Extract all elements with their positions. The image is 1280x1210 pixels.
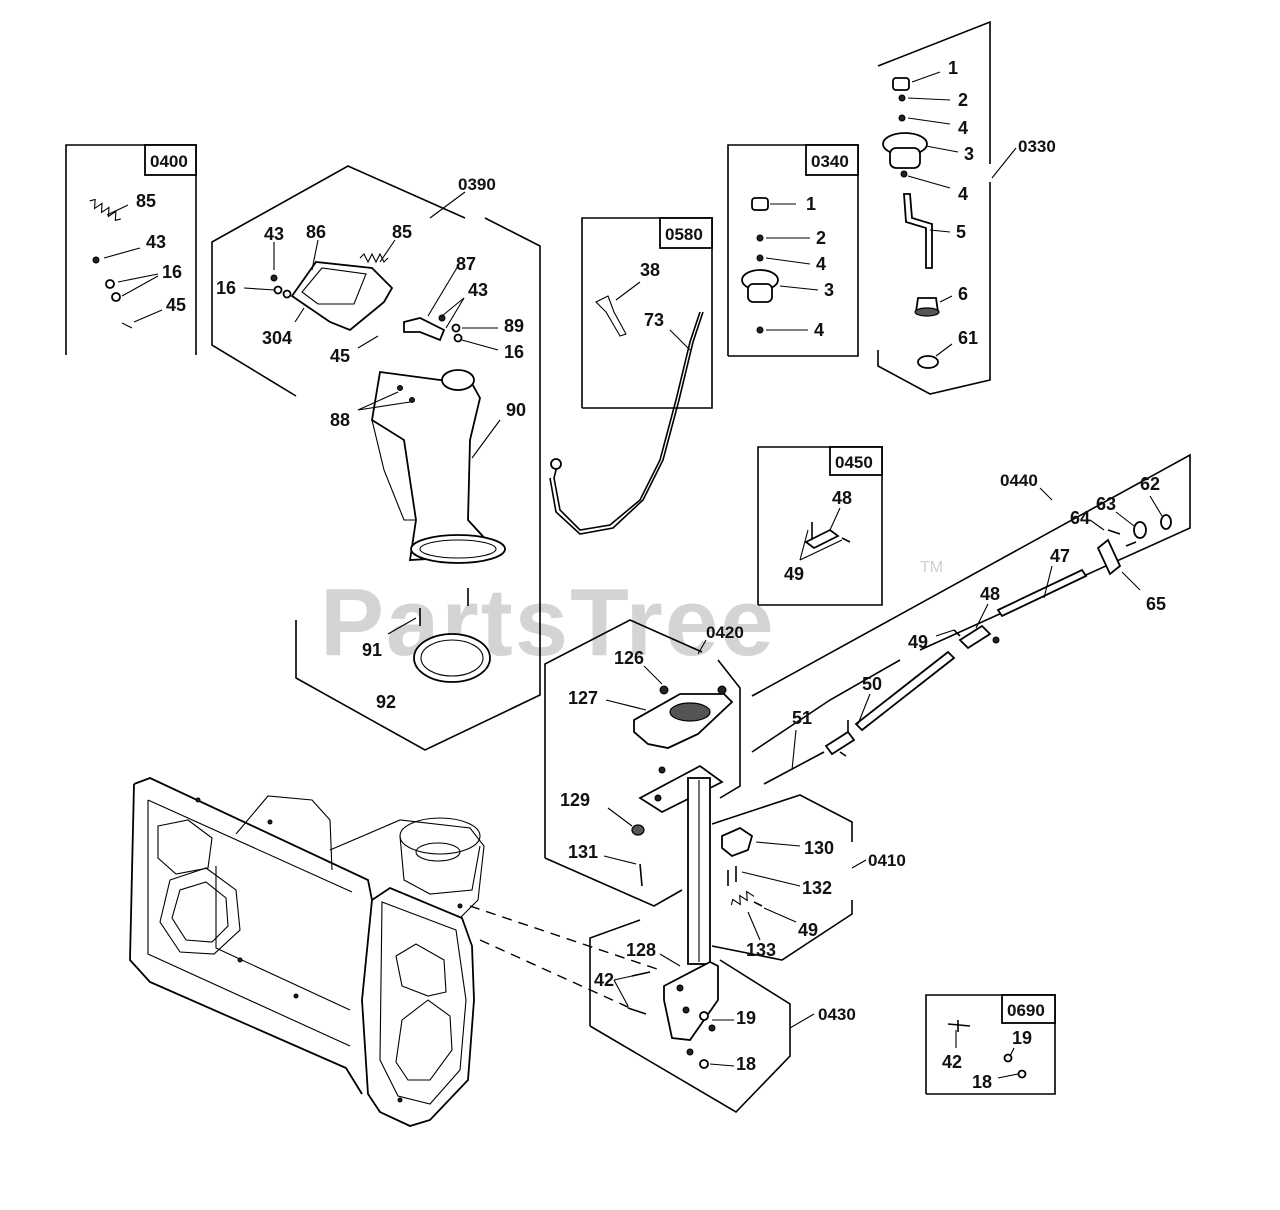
callout-label: 90 <box>506 400 526 420</box>
callout-label: 50 <box>862 674 882 694</box>
callout-label: 43 <box>146 232 166 252</box>
callout-label: 131 <box>568 842 598 862</box>
callout-label: 18 <box>972 1072 992 1092</box>
group-label-0400: 0400 <box>150 152 188 171</box>
callout-label: 3 <box>964 144 974 164</box>
group-0330[interactable]: 0330 1 2 4 3 4 5 6 61 <box>877 20 1056 395</box>
callout-label: 304 <box>262 328 292 348</box>
callout-label: 49 <box>798 920 818 940</box>
callout-label: 65 <box>1146 594 1166 614</box>
callout-label: 49 <box>784 564 804 584</box>
callout-label: 4 <box>958 184 968 204</box>
callout-label: 6 <box>958 284 968 304</box>
callout-label: 16 <box>216 278 236 298</box>
watermark-text: PartsTree <box>320 569 776 676</box>
callout-label: 85 <box>392 222 412 242</box>
callout-label: 92 <box>376 692 396 712</box>
callout-label: 88 <box>330 410 350 430</box>
group-label-0580: 0580 <box>665 225 703 244</box>
callout-label: 87 <box>456 254 476 274</box>
callout-label: 42 <box>594 970 614 990</box>
callout-label: 86 <box>306 222 326 242</box>
alignment-line <box>469 905 661 971</box>
group-label-0440: 0440 <box>1000 471 1038 490</box>
callout-label: 73 <box>644 310 664 330</box>
callout-label: 132 <box>802 878 832 898</box>
callout-label: 51 <box>792 708 812 728</box>
callout-label: 62 <box>1140 474 1160 494</box>
alignment-line <box>479 939 631 1009</box>
group-label-0410: 0410 <box>868 851 906 870</box>
group-label-0390: 0390 <box>458 175 496 194</box>
callout-label: 63 <box>1096 494 1116 514</box>
group-0690[interactable]: 0690 19 42 18 <box>925 994 1056 1095</box>
group-0400[interactable]: 0400 85 43 16 45 <box>65 144 197 355</box>
callout-label: 91 <box>362 640 382 660</box>
group-0450[interactable]: 0450 48 49 <box>757 446 883 606</box>
group-label-0450: 0450 <box>835 453 873 472</box>
callout-label: 5 <box>956 222 966 242</box>
callout-label: 4 <box>816 254 826 274</box>
callout-label: 45 <box>166 295 186 315</box>
callout-label: 16 <box>162 262 182 282</box>
group-0440[interactable]: 0440 62 63 64 47 65 48 49 <box>751 453 1191 785</box>
group-0430[interactable]: 0430 128 42 19 18 <box>589 919 856 1114</box>
callout-label: 43 <box>468 280 488 300</box>
callout-label: 43 <box>264 224 284 244</box>
callout-label: 128 <box>626 940 656 960</box>
group-label-0330: 0330 <box>1018 137 1056 156</box>
callout-label: 129 <box>560 790 590 810</box>
callout-label: 130 <box>804 838 834 858</box>
group-0420[interactable]: 0420 126 127 129 131 <box>544 619 744 907</box>
callout-label: 4 <box>958 118 968 138</box>
callout-label: 126 <box>614 648 644 668</box>
callout-label: 2 <box>958 90 968 110</box>
callout-label: 18 <box>736 1054 756 1074</box>
callout-label: 47 <box>1050 546 1070 566</box>
auger-housing <box>129 777 485 1127</box>
callout-label: 1 <box>948 58 958 78</box>
callout-label: 89 <box>504 316 524 336</box>
callout-label: 3 <box>824 280 834 300</box>
callout-label: 4 <box>814 320 824 340</box>
callout-label: 48 <box>980 584 1000 604</box>
callout-label: 61 <box>958 328 978 348</box>
callout-label: 38 <box>640 260 660 280</box>
group-0410[interactable]: 0410 130 132 49 133 <box>711 794 906 961</box>
group-label-0340: 0340 <box>811 152 849 171</box>
callout-label: 133 <box>746 940 776 960</box>
group-label-0690: 0690 <box>1007 1001 1045 1020</box>
callout-label: 42 <box>942 1052 962 1072</box>
callout-label: 16 <box>504 342 524 362</box>
callout-label: 45 <box>330 346 350 366</box>
callout-label: 1 <box>806 194 816 214</box>
group-0390[interactable]: 0390 <box>211 165 541 751</box>
callout-label: 85 <box>136 191 156 211</box>
callout-label: 19 <box>736 1008 756 1028</box>
group-0340[interactable]: 0340 1 2 4 3 4 <box>727 144 859 357</box>
group-label-0420: 0420 <box>706 623 744 642</box>
callout-label: 49 <box>908 632 928 652</box>
callout-label: 127 <box>568 688 598 708</box>
mount-post <box>687 777 711 965</box>
callout-label: 2 <box>816 228 826 248</box>
watermark-tm: TM <box>920 559 943 576</box>
group-label-0430: 0430 <box>818 1005 856 1024</box>
callout-label: 19 <box>1012 1028 1032 1048</box>
callout-label: 64 <box>1070 508 1090 528</box>
group-0580[interactable]: 0580 38 73 <box>549 217 713 535</box>
callout-label: 48 <box>832 488 852 508</box>
